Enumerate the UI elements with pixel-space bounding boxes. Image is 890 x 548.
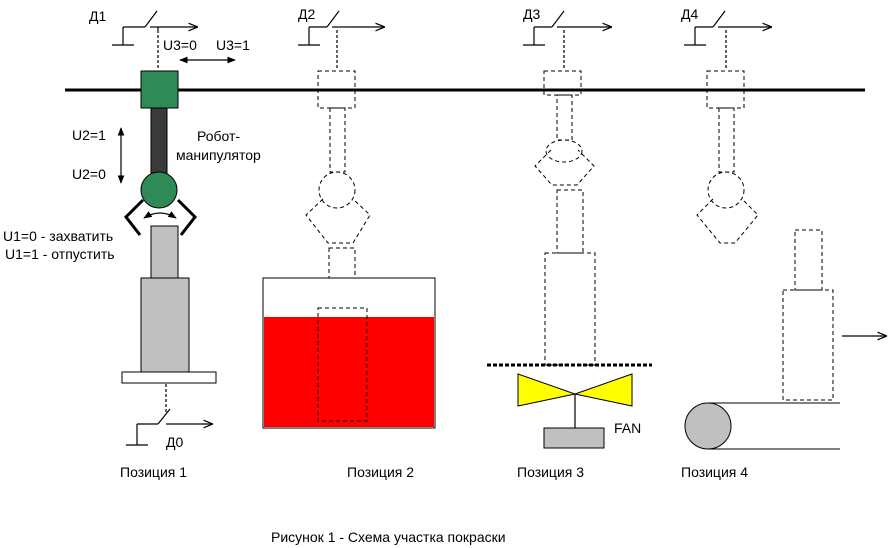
u2-1-label: U2=1 (72, 127, 106, 143)
gripper-right (176, 198, 197, 236)
position-3-label: Позиция 3 (517, 464, 584, 480)
fan-blades (517, 373, 577, 407)
sensor-d4-label: Д4 (681, 6, 698, 22)
sensor-d0-label: Д0 (166, 434, 183, 450)
sensor-d2-label: Д2 (298, 6, 315, 22)
fan-base (543, 427, 605, 449)
sensor-d0 (126, 384, 213, 446)
conveyor-roller (684, 402, 732, 450)
position-1-label: Позиция 1 (120, 464, 187, 480)
paint-liquid (264, 317, 434, 427)
fan-blades-right (573, 373, 633, 407)
part-top (150, 225, 179, 279)
sensor-d4 (684, 10, 772, 70)
robot-joint (140, 171, 178, 209)
position-4-label: Позиция 4 (681, 464, 748, 480)
robot-arm (150, 107, 168, 177)
robot-ghost-position3 (534, 70, 596, 366)
robot-ghost-position4 (696, 70, 834, 401)
robot-label-line1: Робот- (197, 128, 240, 144)
sensor-d3-label: Д3 (523, 6, 540, 22)
robot-label-line2: манипулятор (176, 147, 261, 163)
gripper-left (124, 198, 145, 236)
sensor-d2 (298, 10, 385, 70)
robot-ghost-position2 (305, 70, 371, 309)
u1-1-label: U1=1 - отпустить (5, 246, 115, 262)
position-2-label: Позиция 2 (347, 464, 414, 480)
part-body (140, 277, 190, 373)
u3-1-label: U3=1 (216, 37, 250, 53)
sensor-d1-label: Д1 (89, 8, 106, 24)
u3-0-label: U3=0 (163, 37, 197, 53)
u1-0-label: U1=0 - захватить (3, 228, 113, 244)
u2-0-label: U2=0 (72, 166, 106, 182)
figure-caption: Рисунок 1 - Схема участка покраски (271, 529, 506, 545)
part-in-tank-ghost (317, 307, 368, 422)
fan-label: FAN (614, 420, 641, 436)
sensor-d3 (523, 10, 612, 70)
position1-base (121, 371, 217, 384)
sensor-d1 (112, 10, 198, 70)
gripper-rotate-arrow (143, 211, 177, 219)
robot-carriage (140, 70, 179, 109)
